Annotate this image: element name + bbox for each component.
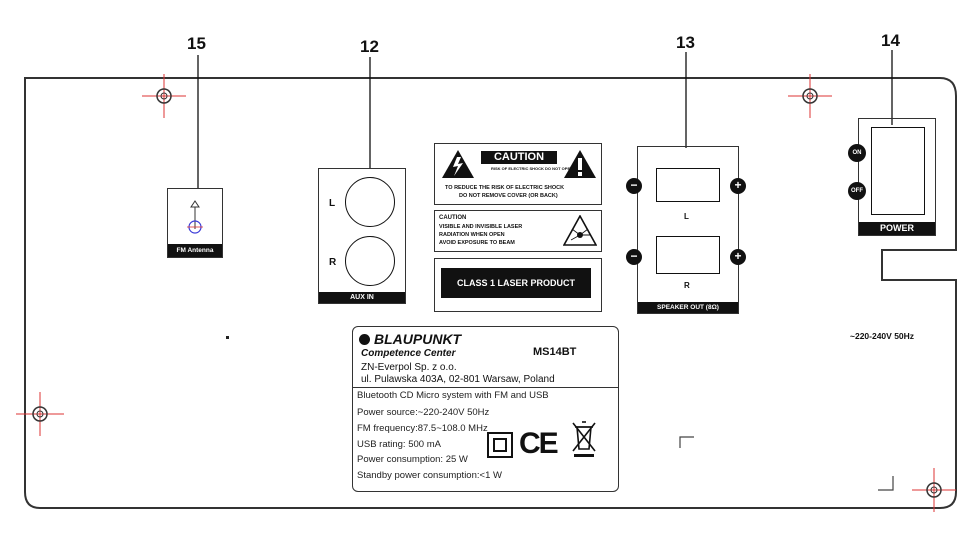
spec-line-1: Bluetooth CD Micro system with FM and US… [357, 390, 549, 401]
speaker-left-label: L [684, 212, 689, 221]
power-off-label: OFF [848, 182, 866, 200]
caution-line-2: DO NOT REMOVE COVER (OR BACK) [459, 193, 558, 199]
power-label: POWER [859, 222, 935, 235]
speaker-right-label: R [684, 281, 690, 290]
speaker-left-plus-icon: + [730, 178, 746, 194]
aux-in-label: AUX IN [319, 292, 405, 303]
screw-mark-2 [788, 74, 832, 118]
weee-bin-icon [572, 421, 596, 457]
callout-14: 14 [881, 31, 900, 50]
voltage-label: ~220-240V 50Hz [850, 331, 915, 341]
aux-right-label: R [329, 257, 337, 268]
callout-12: 12 [360, 37, 379, 56]
plate-divider [353, 387, 618, 388]
screw-mark-3 [16, 392, 64, 436]
spec-line-3: FM frequency:87.5~108.0 MHz [357, 423, 488, 434]
speaker-right-terminal[interactable] [656, 236, 720, 274]
laser-warning-label: CAUTION VISIBLE AND INVISIBLE LASER RADI… [434, 210, 602, 252]
lightning-warning-icon [442, 150, 474, 178]
exclamation-warning-icon [564, 150, 596, 178]
fm-antenna-label: FM Antenna [168, 244, 222, 257]
screw-mark-1 [142, 74, 186, 118]
laser-line-1: VISIBLE AND INVISIBLE LASER [439, 224, 523, 230]
power-switch-panel: POWER [858, 118, 936, 236]
spec-line-4: USB rating: 500 mA [357, 439, 441, 450]
class-1-laser-label: CLASS 1 LASER PRODUCT [441, 268, 591, 298]
brand-dot-icon [359, 334, 370, 345]
laser-title: CAUTION [439, 215, 467, 221]
power-on-label: ON [848, 144, 866, 162]
company-name: ZN-Everpol Sp. z o.o. [361, 362, 457, 373]
spec-line-6: Standby power consumption:<1 W [357, 470, 502, 481]
caution-title: CAUTION [481, 151, 557, 164]
model-number: MS14BT [533, 346, 577, 358]
laser-radiation-icon [563, 215, 597, 246]
aux-right-jack[interactable] [345, 236, 395, 286]
double-insulation-icon [487, 432, 513, 458]
power-switch[interactable] [871, 127, 925, 215]
speaker-right-plus-icon: + [730, 249, 746, 265]
speaker-out-panel: L R SPEAKER OUT (8Ω) [637, 146, 739, 314]
fm-antenna-socket[interactable]: FM Antenna [167, 188, 223, 258]
rating-plate: BLAUPUNKT Competence Center MS14BT ZN-Ev… [352, 326, 619, 492]
callout-15: 15 [187, 34, 206, 53]
fm-antenna-icon [187, 200, 203, 234]
spec-line-2: Power source:~220-240V 50Hz [357, 407, 490, 418]
screw-mark-4 [912, 468, 956, 512]
laser-line-2: RADIATION WHEN OPEN [439, 232, 505, 238]
caution-small-text: RISK OF ELECTRIC SHOCK DO NOT OPEN [491, 166, 574, 171]
speaker-left-minus-icon: − [626, 178, 642, 194]
company-address: ul. Pulawska 403A, 02-801 Warsaw, Poland [361, 374, 555, 385]
laser-line-3: AVOID EXPOSURE TO BEAM [439, 240, 515, 246]
callout-13: 13 [676, 33, 695, 52]
speaker-left-terminal[interactable] [656, 168, 720, 202]
ce-mark-icon: CE [519, 427, 559, 460]
spec-line-5: Power consumption: 25 W [357, 454, 468, 465]
speaker-right-minus-icon: − [626, 249, 642, 265]
speaker-out-label: SPEAKER OUT (8Ω) [638, 302, 738, 313]
class-1-laser-box: CLASS 1 LASER PRODUCT [434, 258, 602, 312]
caution-line-1: TO REDUCE THE RISK OF ELECTRIC SHOCK [445, 185, 565, 191]
aux-in-panel: L R AUX IN [318, 168, 406, 304]
brand-subtitle: Competence Center [361, 348, 456, 359]
caution-label: CAUTION RISK OF ELECTRIC SHOCK DO NOT OP… [434, 143, 602, 205]
aux-left-jack[interactable] [345, 177, 395, 227]
brand-name: BLAUPUNKT [374, 331, 462, 347]
aux-left-label: L [329, 198, 336, 209]
